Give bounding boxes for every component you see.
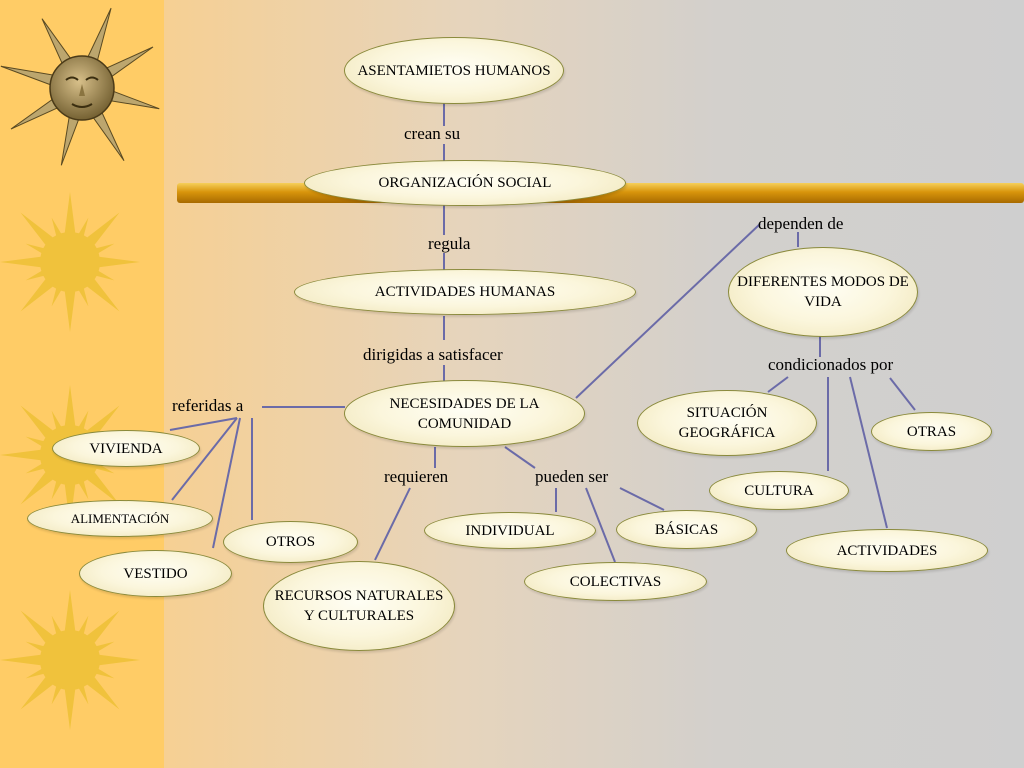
node-necesidades-comunidad: NECESIDADES DE LA COMUNIDAD xyxy=(344,380,585,447)
node-otras: OTRAS xyxy=(871,412,992,451)
link-label-regula: regula xyxy=(428,234,471,253)
node-organizacion-social: ORGANIZACIÓN SOCIAL xyxy=(304,160,626,206)
node-actividades: ACTIVIDADES xyxy=(786,529,988,572)
link-label-pueden-ser: pueden ser xyxy=(535,467,609,486)
node-otros: OTROS xyxy=(223,521,358,563)
node-basicas: BÁSICAS xyxy=(616,510,757,549)
node-recursos-naturales-culturales: RECURSOS NATURALES Y CULTURALES xyxy=(263,561,455,651)
link-label-referidas-a: referidas a xyxy=(172,396,244,415)
sun-icon xyxy=(0,192,140,332)
sun-icon xyxy=(0,590,140,730)
node-asentamientos-humanos: ASENTAMIETOS HUMANOS xyxy=(344,37,564,104)
link-label-condicionados-por: condicionados por xyxy=(768,355,894,374)
node-alimentacion: ALIMENTACIÓN xyxy=(27,500,213,537)
link-label-requieren: requieren xyxy=(384,467,449,486)
link-label-dirigidas: dirigidas a satisfacer xyxy=(363,345,503,364)
link-label-crean-su: crean su xyxy=(404,124,461,143)
node-individual: INDIVIDUAL xyxy=(424,512,596,549)
node-colectivas: COLECTIVAS xyxy=(524,562,707,601)
node-vestido: VESTIDO xyxy=(79,550,232,597)
node-vivienda: VIVIENDA xyxy=(52,430,200,467)
node-situacion-geografica: SITUACIÓN GEOGRÁFICA xyxy=(637,390,817,456)
node-actividades-humanas: ACTIVIDADES HUMANAS xyxy=(294,269,636,315)
node-cultura: CULTURA xyxy=(709,471,849,510)
sun-face-icon xyxy=(0,7,160,166)
link-label-dependen-de: dependen de xyxy=(758,214,844,233)
node-diferentes-modos-vida: DIFERENTES MODOS DE VIDA xyxy=(728,247,918,337)
